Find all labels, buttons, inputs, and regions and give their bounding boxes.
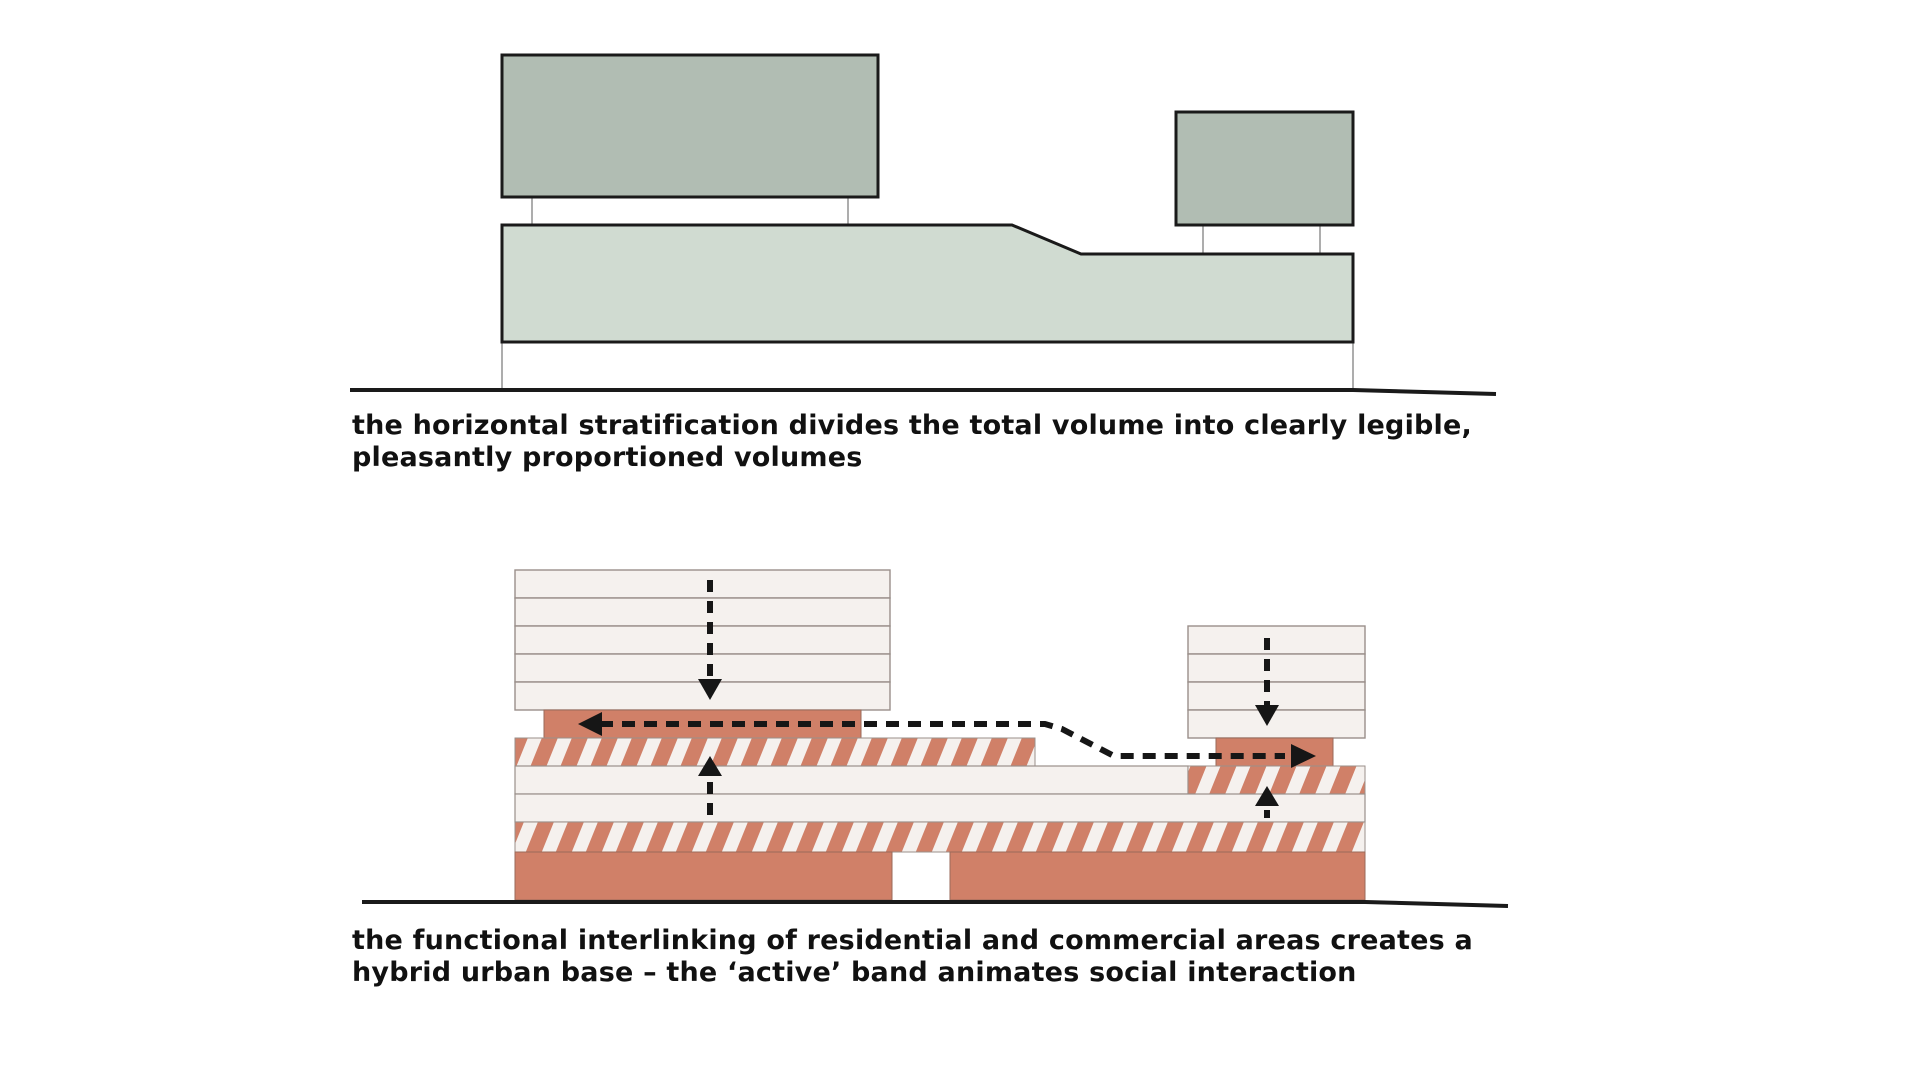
arrow-up-dashed-icon	[698, 756, 722, 815]
residential-band-1	[514, 765, 1189, 795]
residential-band-2	[514, 793, 1366, 823]
caption-bottom: the functional interlinking of residenti…	[352, 925, 1473, 989]
top-diagram	[350, 53, 1497, 396]
arrow-horizontal-dashed-icon	[578, 712, 1316, 768]
upper-volume-right	[1174, 110, 1355, 227]
caption-bottom-line-1: the functional interlinking of residenti…	[352, 925, 1473, 956]
base-volume	[500, 223, 1355, 344]
arrow-down-dashed-icon	[698, 580, 722, 700]
commercial-ground-right	[949, 851, 1366, 901]
ground-line-bottom	[362, 900, 1509, 908]
commercial-ground-left	[514, 851, 893, 901]
residential-stack-right	[1187, 625, 1366, 739]
active-slab-right	[1215, 737, 1334, 767]
hatched-band-right	[1187, 765, 1366, 795]
arrow-up-dashed-right-icon	[1255, 786, 1279, 818]
upper-volume-left	[500, 53, 880, 199]
arrow-down-dashed-right-icon	[1255, 638, 1279, 726]
hatched-band-upper	[514, 737, 1036, 767]
residential-stack-left	[514, 569, 891, 711]
support-columns	[501, 197, 1354, 390]
hatched-band-lower	[514, 821, 1366, 853]
ground-line-top	[350, 388, 1497, 396]
caption-bottom-line-2: hybrid urban base – the ‘active’ band an…	[352, 957, 1357, 988]
caption-top: the horizontal stratification divides th…	[352, 410, 1472, 474]
caption-top-line-1: the horizontal stratification divides th…	[352, 410, 1472, 441]
bottom-diagram	[362, 569, 1509, 908]
caption-top-line-2: pleasantly proportioned volumes	[352, 442, 863, 473]
